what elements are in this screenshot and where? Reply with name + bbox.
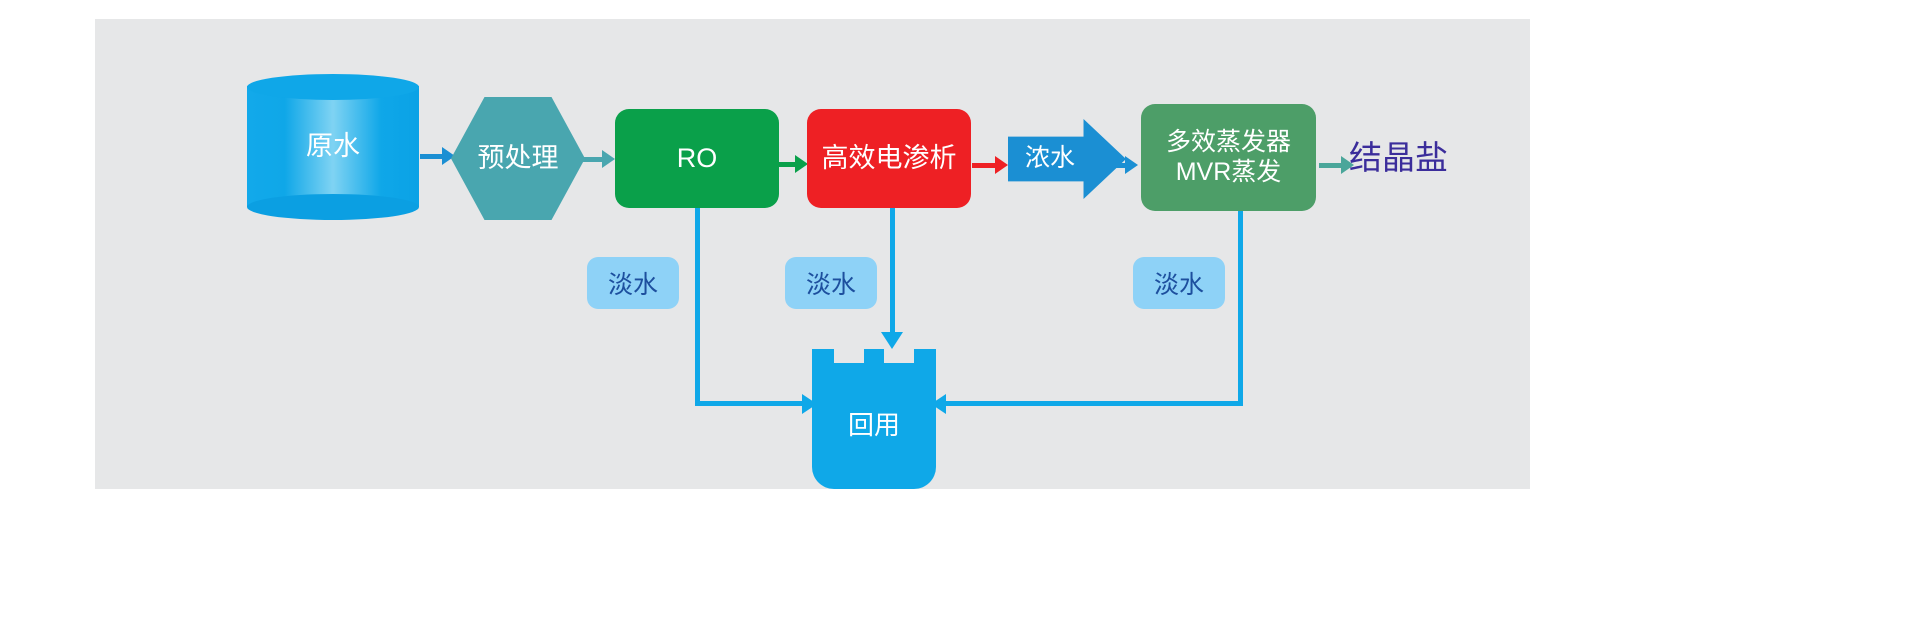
node-pretreatment-label: 预处理 [477,142,559,173]
node-electrodialysis-label: 高效电渗析 [821,142,957,173]
arrow-head [1341,156,1354,174]
node-electrodialysis[interactable]: 高效电渗析 [807,109,971,208]
node-ro-label: RO [676,142,718,173]
node-crystal-salt: 结晶盐 [1349,132,1469,184]
node-evaporator[interactable]: 多效蒸发器 MVR蒸发 [1141,104,1316,211]
arrow-brine-to-evaporator [1101,156,1138,174]
node-crystal-salt-label: 结晶盐 [1349,138,1448,176]
tank-notch-left [834,349,864,363]
node-evaporator-label: 多效蒸发器 MVR蒸发 [1166,128,1291,187]
node-pretreatment[interactable]: 预处理 [451,97,585,220]
label-fresh-water-electrodialysis: 淡水 [785,257,877,309]
label-fresh-water-evaporator-text: 淡水 [1153,271,1204,299]
node-brine-label: 浓水 [1024,144,1075,173]
arrow-head [795,155,808,173]
connector-ro-to-reuse-vertical [695,208,700,406]
arrow-head [602,150,615,168]
node-raw-water-label: 原水 [306,130,360,161]
arrow-head [442,147,455,165]
label-fresh-water-electrodialysis-text: 淡水 [805,271,856,299]
arrow-ro-to-electrodialysis [779,155,808,173]
arrow-shaft [582,156,602,162]
label-fresh-water-ro: 淡水 [587,257,679,309]
connector-ed-to-reuse-arrowhead [881,332,903,349]
arrow-pretreatment-to-ro [582,150,615,168]
node-reuse-tank[interactable]: 回用 [812,349,936,489]
label-fresh-water-ro-text: 淡水 [607,271,658,299]
node-ro[interactable]: RO [615,109,779,208]
arrow-shaft [972,162,995,168]
arrow-shaft [779,161,795,167]
arrow-head [995,156,1008,174]
tank-notch-right [884,349,914,363]
connector-evap-to-reuse-vertical [1238,211,1243,406]
arrow-shaft [420,153,442,159]
connector-ed-to-reuse-vertical [890,208,895,339]
arrow-evaporator-to-salt [1319,156,1354,174]
connector-ro-to-reuse-horizontal [695,401,812,406]
arrow-shaft [1101,162,1125,168]
node-evaporator-label-line1: 多效蒸发器 [1165,128,1291,156]
label-fresh-water-evaporator: 淡水 [1133,257,1225,309]
node-reuse-tank-label: 回用 [847,410,900,441]
node-evaporator-label-line2: MVR蒸发 [1175,157,1282,186]
connector-evap-to-reuse-horizontal [936,401,1243,406]
cylinder-bottom-ellipse [247,194,419,220]
node-raw-water[interactable]: 原水 [247,74,419,220]
cylinder-body [247,86,419,207]
diagram-panel: 原水 预处理 RO 高效电渗析 [95,19,1530,489]
arrow-rawwater-to-pretreatment [420,147,455,165]
arrow-shaft [1319,162,1341,168]
cylinder-top-ellipse [247,74,419,100]
arrow-electrodialysis-to-brine [972,156,1008,174]
arrow-head [1125,156,1138,174]
